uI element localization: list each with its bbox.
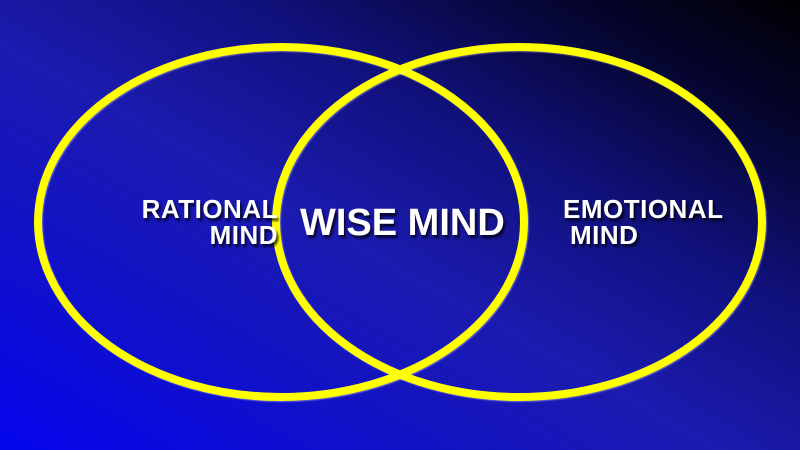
wise-mind-label: WISE MIND xyxy=(300,202,505,244)
emotional-mind-label-line2: MIND xyxy=(570,220,639,250)
rational-mind-label: RATIONAL MIND xyxy=(60,196,278,248)
rational-mind-label-line1: RATIONAL xyxy=(141,194,278,224)
emotional-mind-label: EMOTIONAL MIND xyxy=(563,196,783,248)
emotional-mind-circle-outline xyxy=(272,43,766,401)
emotional-mind-label-line1: EMOTIONAL xyxy=(563,194,724,224)
rational-mind-circle-outline xyxy=(34,43,528,401)
rational-mind-label-line2: MIND xyxy=(209,220,278,250)
